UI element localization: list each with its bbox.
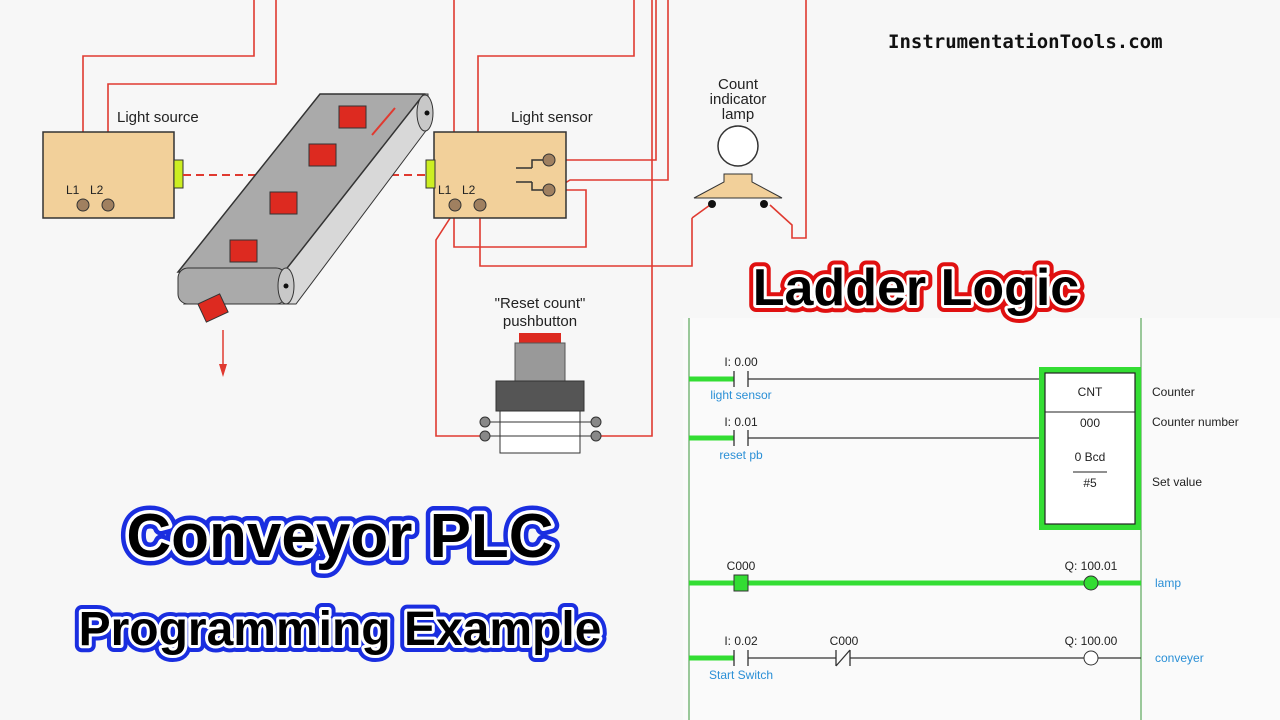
rung3-tag: lamp [1155,576,1181,590]
counter-set-value: #5 [1083,476,1097,490]
pushbutton-label: "Reset count" [495,295,586,312]
terminal-screw-icon [101,198,115,212]
rung4-tag: Start Switch [709,668,773,682]
lamp-label: Count [718,76,759,93]
watermark: InstrumentationTools.com [888,31,1163,53]
svg-text:Ladder Logic: Ladder Logic [753,259,1079,317]
reset-count-pushbutton: "Reset count" pushbutton [479,295,602,454]
rung3-contact: C000 [727,559,756,573]
rung2-address: I: 0.01 [724,415,758,429]
svg-text:Ladder Logic: Ladder Logic [753,259,1079,317]
light-sensor-label: Light sensor [511,109,593,126]
svg-text:Conveyor PLC: Conveyor PLC [126,502,553,571]
terminal-l1-label: L1 [438,183,452,197]
lamp-label: lamp [722,106,755,123]
light-source-label: Light source [117,109,199,126]
rung4-coil-tag: conveyer [1155,651,1204,665]
rung3-coil: Q: 100.01 [1065,559,1118,573]
c000-contact-energized [733,574,749,592]
terminal-l2-label: L2 [90,183,104,197]
rung4-contact2: C000 [830,634,859,648]
counter-bcd: 0 Bcd [1075,450,1106,464]
svg-text:Programming Example: Programming Example [79,603,602,656]
direction-arrow-icon [371,107,396,136]
terminal-screw-icon [76,198,90,212]
lamp-coil-energized [1083,575,1099,591]
count-indicator-lamp: Count indicator lamp [693,76,783,208]
rung4-coil: Q: 100.00 [1065,634,1118,648]
light-source: Light source L1 L2 [42,109,199,219]
light-sensor: Light sensor L1 L2 [425,109,593,219]
counter-number: 000 [1080,416,1100,430]
main-title: Conveyor PLC Conveyor PLC Conveyor PLC P… [72,494,609,663]
counter-type: CNT [1078,385,1103,399]
contact-symbol-icon [516,159,543,191]
svg-text:Programming Example: Programming Example [79,603,602,656]
conveyor-belt [176,93,434,377]
counter-block[interactable]: CNT 000 0 Bcd #5 [1039,367,1141,530]
svg-text:Programming Example: Programming Example [79,603,602,656]
ladder-logic-title: Ladder Logic Ladder Logic Ladder Logic [746,252,1086,324]
ladder-diagram: I: 0.00 light sensor I: 0.01 reset pb CN… [683,318,1280,720]
rung1-tag: light sensor [710,388,771,402]
pushbutton-label: pushbutton [503,313,577,330]
svg-text:Conveyor PLC: Conveyor PLC [126,502,553,571]
rung2-tag: reset pb [719,448,763,462]
rung4-address: I: 0.02 [724,634,758,648]
lightbulb-icon [717,125,759,167]
svg-text:Ladder Logic: Ladder Logic [753,259,1079,317]
terminal-l1-label: L1 [66,183,80,197]
set-value-label: Set value [1152,475,1202,489]
svg-text:Conveyor PLC: Conveyor PLC [126,502,553,571]
counter-number-label: Counter number [1152,415,1239,429]
lamp-label: indicator [710,91,767,108]
counter-label: Counter [1152,385,1195,399]
terminal-l2-label: L2 [462,183,476,197]
conveyer-coil [1083,650,1099,666]
rung1-address: I: 0.00 [724,355,758,369]
